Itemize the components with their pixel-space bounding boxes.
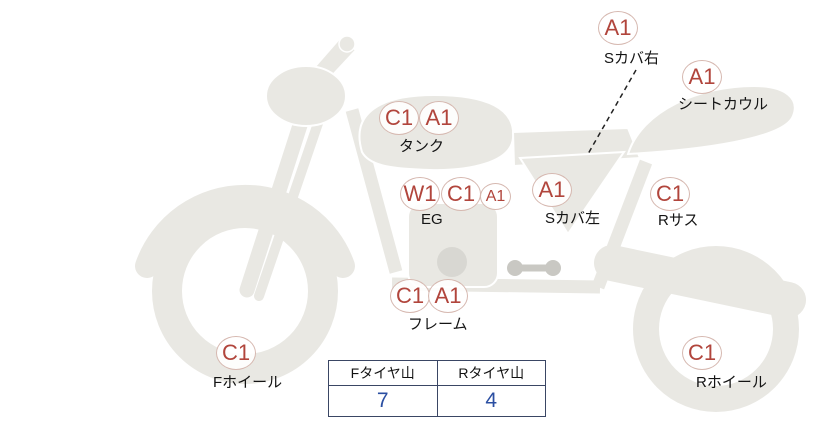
part-label-scover-right: Sカバ右: [604, 50, 660, 67]
pointer-dashed-line: [587, 69, 637, 155]
tire-table-header-front: Fタイヤ山: [328, 360, 438, 386]
grade-mark-rsus: C1: [650, 177, 690, 211]
footpeg: [507, 260, 561, 276]
headlight: [265, 65, 347, 127]
swingarm: [594, 245, 806, 318]
grade-mark-scover-right: A1: [598, 11, 638, 45]
grade-mark-seat-cowl: A1: [682, 60, 722, 94]
part-label-scover-left: Sカバ左: [545, 210, 601, 227]
grade-mark-frame-2: A1: [428, 279, 468, 313]
tire-tread-table: Fタイヤ山 Rタイヤ山 7 4: [328, 360, 546, 417]
tire-table-value-row: 7 4: [328, 385, 546, 417]
tire-tread-rear-value: 4: [436, 385, 546, 417]
front-fender: [135, 184, 355, 278]
part-label-tank: タンク: [399, 138, 445, 155]
tire-table-header-row: Fタイヤ山 Rタイヤ山: [328, 360, 546, 386]
part-label-fwheel: Fホイール: [213, 374, 283, 391]
tire-tread-front-value: 7: [328, 385, 438, 417]
grade-mark-scover-left: A1: [532, 173, 572, 207]
grade-mark-engine-3: A1: [480, 183, 511, 210]
part-label-seat-cowl: シートカウル: [678, 96, 769, 113]
grade-mark-engine-2: C1: [441, 177, 481, 211]
grade-mark-engine-1: W1: [400, 177, 440, 211]
part-label-rwheel: Rホイール: [696, 374, 767, 391]
grade-mark-tank-2: A1: [419, 101, 459, 135]
grade-mark-tank-1: C1: [379, 101, 419, 135]
grade-mark-frame-1: C1: [390, 279, 430, 313]
part-label-engine: EG: [421, 211, 443, 228]
engine-block: [407, 202, 499, 288]
part-label-frame: フレーム: [408, 316, 468, 333]
seat-cowl: [626, 84, 796, 156]
part-label-rsus: Rサス: [658, 212, 699, 229]
grade-mark-fwheel: C1: [216, 336, 256, 370]
grade-mark-rwheel: C1: [682, 336, 722, 370]
tire-table-header-rear: Rタイヤ山: [436, 360, 546, 386]
